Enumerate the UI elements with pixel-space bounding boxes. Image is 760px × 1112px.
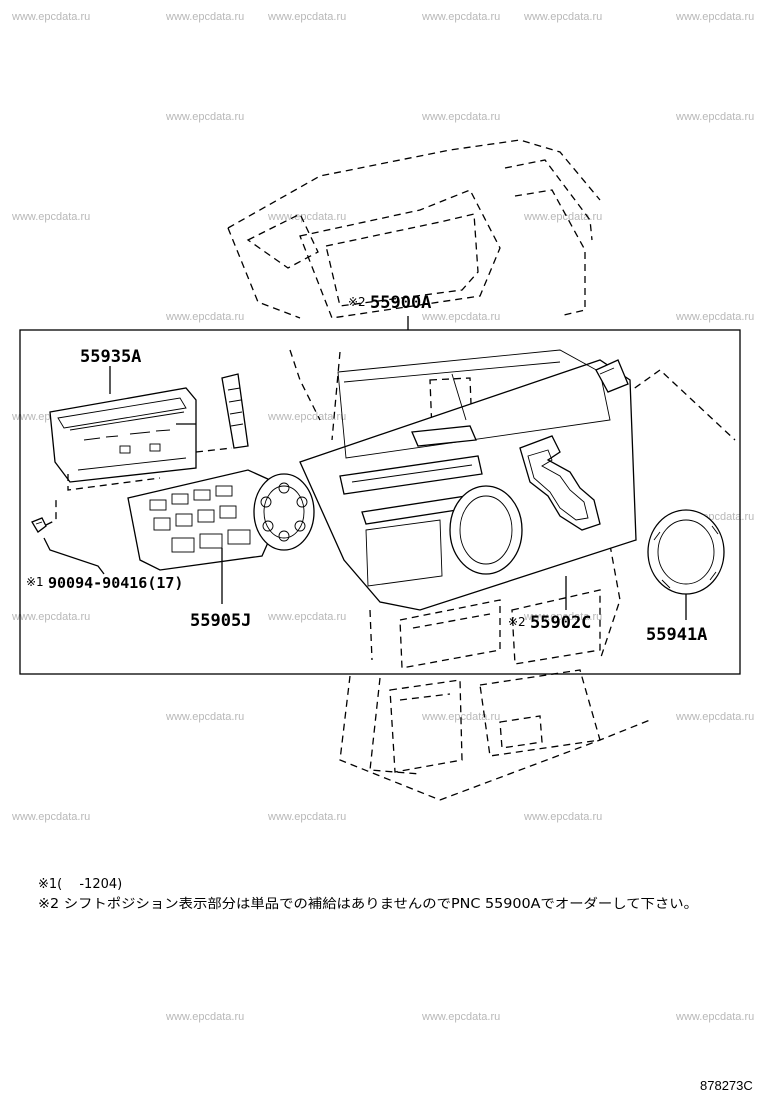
watermark-text: www.epcdata.ru: [165, 711, 244, 723]
screw-part-label: 90094-90416(17): [48, 574, 183, 592]
watermark-text: www.epcdata.ru: [675, 1011, 754, 1023]
watermark-text: www.epcdata.ru: [165, 1011, 244, 1023]
watermark-text: www.epcdata.ru: [11, 811, 90, 823]
watermark-text: www.epcdata.ru: [523, 611, 602, 623]
display-part-label: 55935A: [80, 347, 141, 367]
note-2: ※2 シフトポジション表示部分は単品での補給はありませんのでPNC 55900A…: [38, 896, 698, 912]
display-unit-55935A: [49, 373, 249, 491]
watermark-text: www.epcdata.ru: [675, 11, 754, 23]
watermark-text: www.epcdata.ru: [11, 611, 90, 623]
panel-mark: ※2: [508, 615, 526, 629]
watermark-text: www.epcdata.ru: [267, 411, 346, 423]
assembly-part-label: 55900A: [370, 293, 431, 313]
watermark-text: www.epcdata.ru: [165, 11, 244, 23]
watermark-text: www.epcdata.ru: [523, 11, 602, 23]
assembly-mark: ※2: [348, 295, 366, 309]
watermark-text: www.epcdata.ru: [267, 11, 346, 23]
watermark-text: www.epcdata.ru: [675, 111, 754, 123]
watermark-text: www.epcdata.ru: [421, 711, 500, 723]
watermark-text: www.epcdata.ru: [421, 311, 500, 323]
watermark-text: www.epcdata.ru: [421, 1011, 500, 1023]
ring-55941A: [647, 509, 725, 620]
watermark-text: www.epcdata.ru: [421, 11, 500, 23]
watermark-text: www.epcdata.ru: [421, 111, 500, 123]
watermark-text: www.epcdata.ru: [11, 211, 90, 223]
watermark-text: www.epcdata.ru: [523, 211, 602, 223]
watermark-text: www.epcdata.ru: [675, 711, 754, 723]
assembly-frame: [19, 329, 741, 675]
watermark-text: www.epcdata.ru: [675, 311, 754, 323]
screw-mark: ※1: [26, 575, 44, 589]
center-panel-55902C: [299, 349, 637, 611]
watermark-text: www.epcdata.ru: [165, 311, 244, 323]
ring-part-label: 55941A: [646, 625, 707, 645]
watermark-text: www.epcdata.ru: [267, 211, 346, 223]
watermark-text: www.epcdata.ru: [11, 11, 90, 23]
watermark-text: www.epcdata.ru: [523, 811, 602, 823]
panel-part-label: 55902C: [530, 613, 591, 633]
watermark-text: www.epcdata.ru: [165, 111, 244, 123]
dashboard-outline: [227, 139, 736, 801]
watermark-text: www.epcdata.ru: [267, 611, 346, 623]
figure-id: 878273C: [700, 1078, 753, 1093]
climate-control-55905J: [127, 469, 315, 604]
watermark-layer: www.epcdata.ru www.epcdata.ru www.epcdata.…: [11, 11, 754, 1023]
control-part-label: 55905J: [190, 611, 251, 631]
note-1: ※1( -1204): [38, 877, 122, 892]
screw-90094: [31, 496, 105, 575]
watermark-text: www.epcdata.ru: [267, 811, 346, 823]
